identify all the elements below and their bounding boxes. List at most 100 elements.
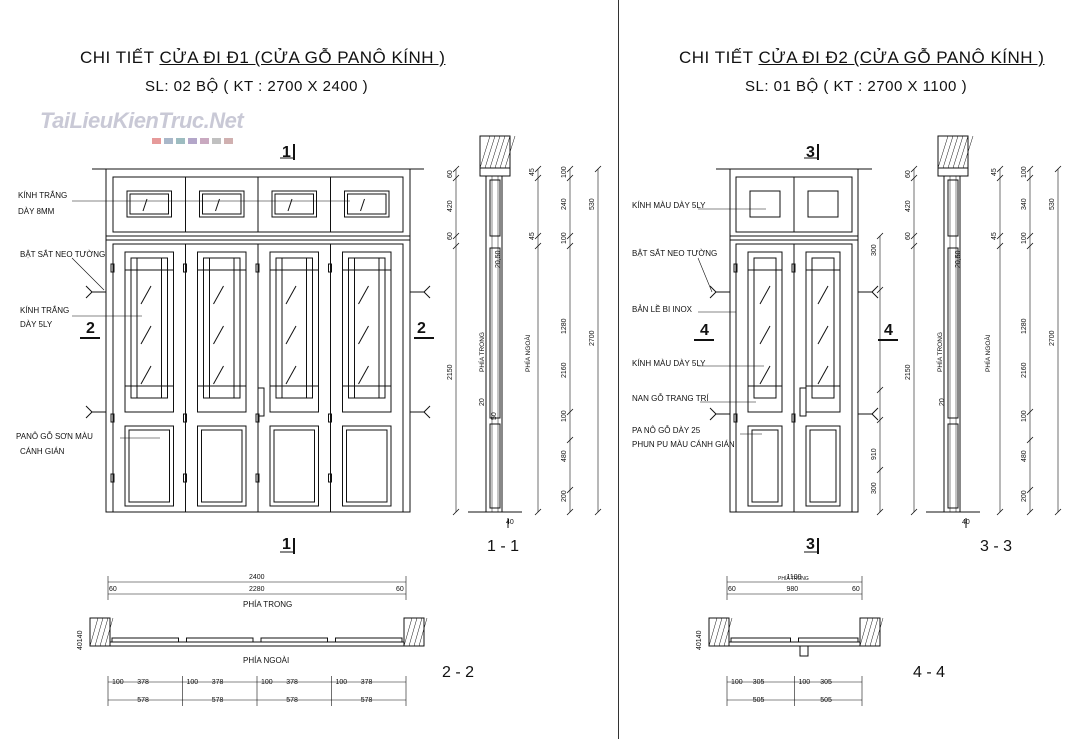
left-door-elevation: [71, 144, 434, 554]
right-door-elevation: [694, 144, 898, 554]
anchor: [709, 413, 717, 421]
anchor: [423, 291, 431, 299]
dim-text: 2700: [589, 330, 596, 346]
plan-leaf: [186, 637, 254, 643]
hatch-line: [962, 135, 974, 169]
dim-text: 910: [871, 448, 878, 460]
dim-tick: [1026, 174, 1034, 182]
dim-text: 378: [137, 679, 149, 686]
dim-text: 980: [787, 586, 799, 593]
glass-hatch: [213, 285, 224, 305]
dim-text: 60: [447, 170, 454, 178]
transom-glass-section: [489, 179, 501, 237]
dim-tick: [566, 486, 574, 494]
dim-tick: [452, 242, 460, 250]
dim-tick: [876, 386, 884, 394]
label-iron-anchor-left: BẬT SẮT NEO TƯỜNG: [20, 250, 106, 259]
transom-glass: [199, 190, 245, 218]
dim-tick: [996, 174, 1004, 182]
dim-tick: [594, 165, 602, 173]
leaf-glass: [275, 257, 313, 399]
transom-glass-inner: [347, 193, 387, 215]
dim-tick: [452, 508, 460, 516]
dim-tick: [1026, 486, 1034, 494]
dim-text: 100: [561, 410, 568, 422]
dim-tick: [876, 232, 884, 240]
dim-text: 480: [1021, 450, 1028, 462]
dim-tick: [452, 165, 460, 173]
dim-text: 60: [109, 586, 117, 593]
dim-tick: [996, 242, 1004, 250]
door-handle: [799, 387, 807, 417]
dim-text: 100: [1021, 410, 1028, 422]
dim-text: 530: [589, 198, 596, 210]
anchor: [709, 291, 717, 299]
hinge: [328, 263, 332, 273]
dim-tick: [996, 165, 1004, 173]
hatch-line: [718, 617, 728, 647]
dim-text: 2400: [249, 574, 265, 581]
dim-tick: [876, 508, 884, 516]
hatch-line: [499, 135, 511, 169]
glass-hatch: [358, 365, 369, 385]
hinge: [183, 473, 187, 483]
glass-hatch: [285, 285, 297, 305]
hatch-line: [89, 617, 99, 647]
door-leaf: [257, 243, 331, 513]
dim-text: 305: [820, 679, 832, 686]
dim-text: 100: [112, 679, 124, 686]
dim-tick: [910, 508, 918, 516]
glass-hatch: [817, 285, 829, 305]
hatch-line: [408, 617, 418, 647]
section-mark-3-bottom: 3: [806, 536, 815, 553]
door-leaf: [112, 243, 186, 513]
dim-text: 1280: [561, 318, 568, 334]
glass-hatch: [759, 365, 771, 385]
section-mark-1-top: 1: [282, 144, 291, 161]
hatch-line: [708, 617, 718, 647]
glass-hatch: [817, 365, 829, 385]
hatch-line: [942, 135, 954, 169]
hatch-line: [952, 135, 964, 169]
dim-text: 2700: [1049, 330, 1056, 346]
hatch-line: [99, 617, 109, 647]
dim-tick: [452, 174, 460, 182]
dim-tick: [534, 242, 542, 250]
dim-tick: [534, 232, 542, 240]
label-glass-white-8mm-b: DÀY 8MM: [18, 207, 55, 216]
anchor: [85, 291, 93, 299]
dim-tick: [566, 174, 574, 182]
leaf-glass: [753, 257, 777, 399]
label-pu-paint: PHUN PU MÀU CÁNH GIÁN: [632, 440, 735, 449]
dim-text: 60: [396, 586, 404, 593]
leader-line: [697, 257, 713, 293]
panel-section: [947, 423, 959, 509]
dim-tick: [910, 174, 918, 182]
transom-glass: [807, 190, 839, 218]
anchor: [85, 285, 93, 293]
anchor: [423, 285, 431, 293]
leaf-panel: [342, 425, 392, 507]
section-mark-2-left: 2: [86, 320, 95, 337]
watermark-swatch: [200, 138, 209, 144]
dim-text: 60: [852, 586, 860, 593]
dim-text: 100: [1021, 232, 1028, 244]
section-label-outside: PHÍA NGOÀI: [983, 334, 992, 372]
hinge: [791, 263, 796, 273]
dim-text: 305: [753, 679, 765, 686]
hatch-line: [413, 617, 423, 647]
dim-text: 578: [137, 697, 149, 704]
dim-tick: [1026, 436, 1034, 444]
hatch-line: [418, 617, 428, 647]
section-label-outside: PHÍA NGOÀI: [523, 334, 532, 372]
leaf-panel-inner: [809, 429, 837, 503]
hatch-line: [484, 135, 496, 169]
head-frame: [479, 167, 511, 177]
dim-tick: [876, 466, 884, 474]
dim-text: 530: [1049, 198, 1056, 210]
dim-text: 2150: [905, 364, 912, 380]
dim-text: 40: [506, 519, 514, 526]
anchor: [423, 405, 431, 413]
dim-tick: [1054, 508, 1062, 516]
anchor: [85, 411, 93, 419]
